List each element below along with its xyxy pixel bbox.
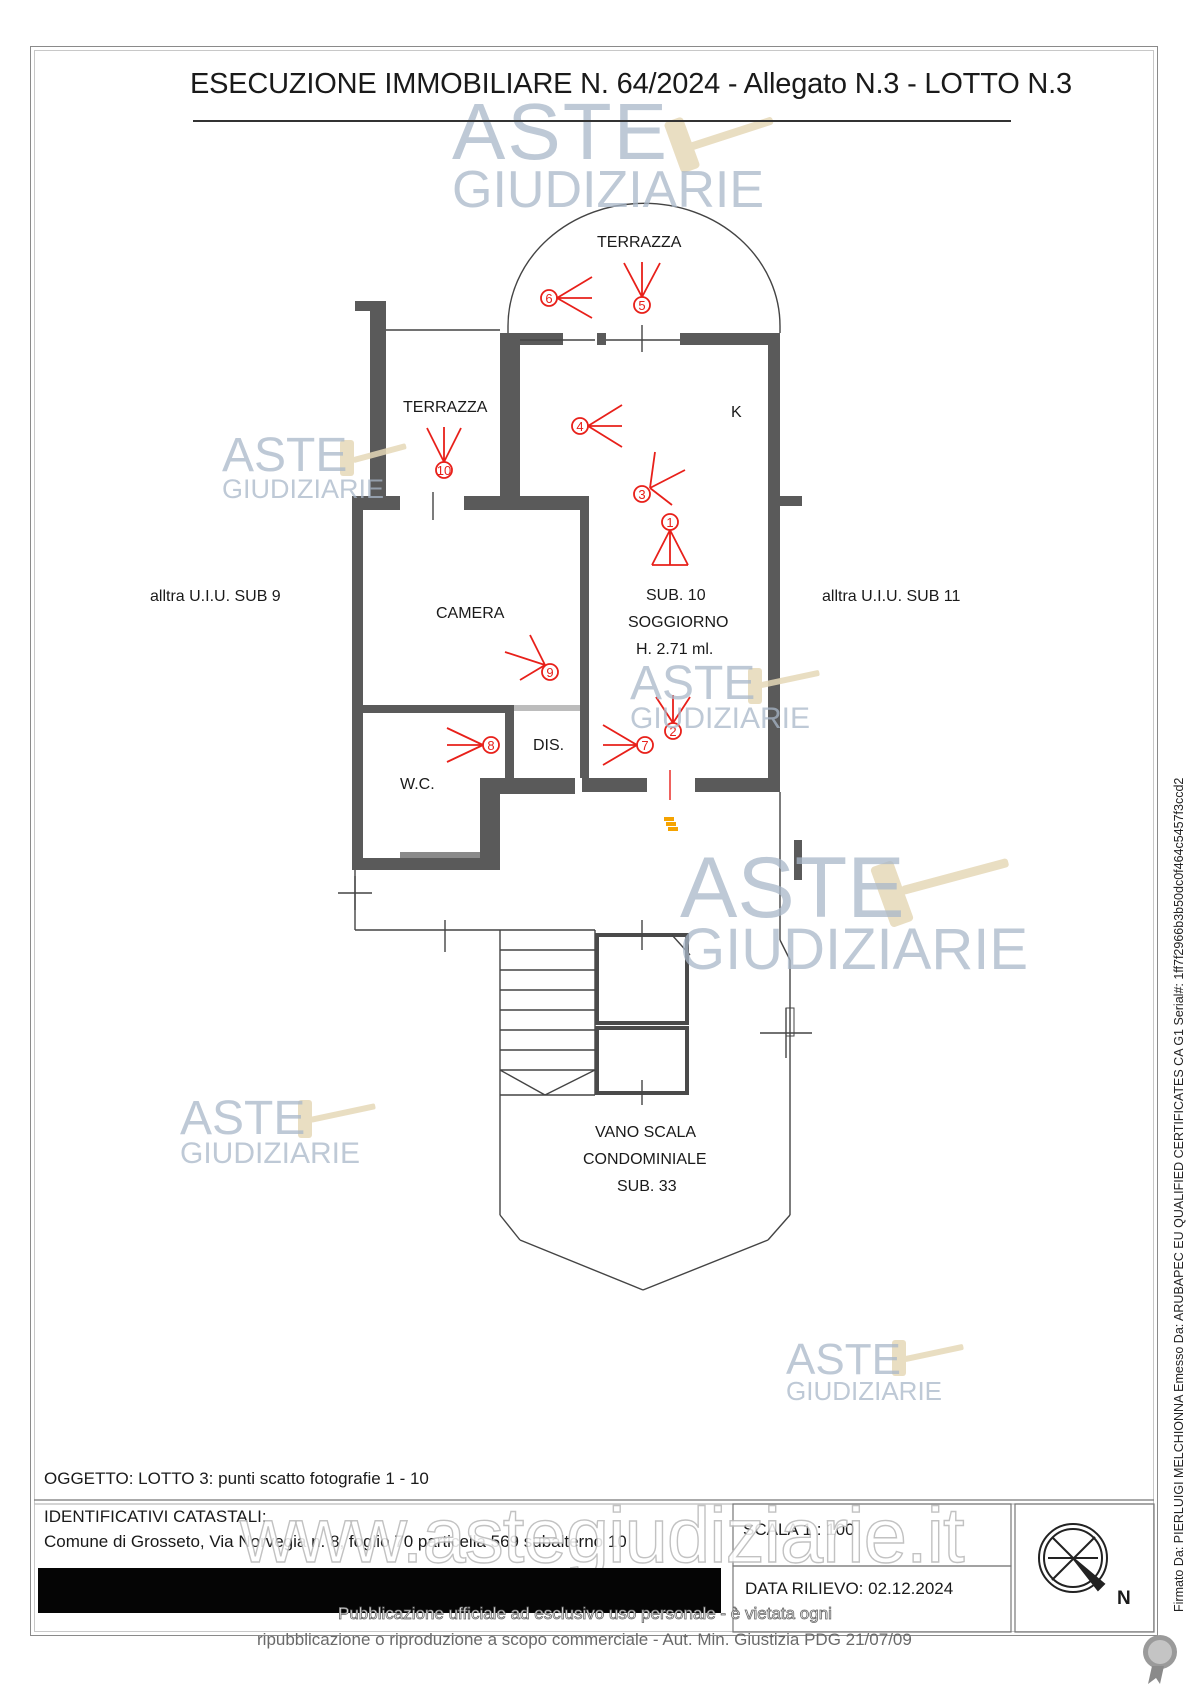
room-label-height: H. 2.71 ml. <box>636 641 714 658</box>
watermark-aste-6: ASTE GIUDIZIARIE <box>786 1335 943 1406</box>
photo-marker-9 <box>504 634 559 681</box>
drawing-frame <box>30 46 1158 1636</box>
photo-number: 10 <box>437 463 451 478</box>
footer-data-rilievo: DATA RILIEVO: 02.12.2024 <box>745 1579 954 1598</box>
seal-icon <box>1143 1635 1177 1684</box>
room-label-camera: CAMERA <box>436 605 505 622</box>
room-label-dis: DIS. <box>533 737 565 754</box>
publication-notice-line1: Pubblicazione ufficiale ad esclusivo uso… <box>338 1604 833 1624</box>
room-label-terrazza-top: TERRAZZA <box>597 234 682 251</box>
photo-marker-5 <box>623 262 661 314</box>
room-label-soggiorno: SOGGIORNO <box>628 614 729 631</box>
neighbor-label-sub9: alltra U.I.U. SUB 9 <box>150 588 281 605</box>
footer-oggetto: OGGETTO: LOTTO 3: punti scatto fotografi… <box>44 1469 429 1488</box>
entrance-symbol-icon <box>664 817 678 831</box>
footer-ident-value: Comune di Grosseto, Via Norvegia n. 8, f… <box>44 1532 627 1551</box>
photo-number: 9 <box>546 665 553 680</box>
photo-number: 4 <box>576 419 583 434</box>
photo-number: 1 <box>666 515 673 530</box>
watermark-aste-3: ASTE GIUDIZIARIE <box>630 657 811 735</box>
photo-marker-6 <box>540 276 593 319</box>
photo-number: 3 <box>638 487 645 502</box>
watermark-aste-5: ASTE GIUDIZIARIE <box>180 1092 361 1170</box>
room-label-sub33: SUB. 33 <box>617 1178 677 1195</box>
watermark-aste-1: ASTE GIUDIZIARIE <box>452 87 765 219</box>
publication-notice-line2: ripubblicazione o riproduzione a scopo c… <box>257 1630 912 1649</box>
room-label-terrazza-left: TERRAZZA <box>403 399 488 416</box>
redaction-bar <box>38 1568 721 1613</box>
room-label-sub10: SUB. 10 <box>646 587 706 604</box>
photo-marker-7 <box>602 724 654 766</box>
page-title: ESECUZIONE IMMOBILIARE N. 64/2024 - Alle… <box>190 68 1072 100</box>
drawing-frame-inner <box>34 50 1154 1632</box>
photo-marker-2 <box>655 695 691 740</box>
walls <box>352 301 802 880</box>
photo-marker-8 <box>446 727 500 763</box>
watermark-aste-4: ASTE GIUDIZIARIE <box>680 840 1029 982</box>
compass-icon <box>1038 1523 1108 1593</box>
footer-ident-label: IDENTIFICATIVI CATASTALI: <box>44 1507 267 1526</box>
thin-lines <box>338 202 812 1291</box>
north-label: N <box>1117 1588 1131 1609</box>
photo-markers <box>426 262 691 766</box>
site-watermark: www.astegiudiziarie.it <box>239 1490 965 1579</box>
photo-marker-4 <box>571 404 623 448</box>
neighbor-label-sub11: alltra U.I.U. SUB 11 <box>822 588 961 605</box>
title-rule <box>193 120 1011 122</box>
photo-marker-1 <box>651 513 689 566</box>
footer-scala: SCALA 1 : 100 <box>743 1520 855 1539</box>
room-label-vano-scala: VANO SCALA <box>595 1124 697 1141</box>
room-label-wc: W.C. <box>400 776 435 793</box>
footer-table <box>34 1499 1155 1633</box>
photo-number: 8 <box>487 738 494 753</box>
photo-marker-3 <box>633 451 686 506</box>
photo-number: 2 <box>669 724 676 739</box>
photo-marker-10 <box>426 427 462 479</box>
room-label-condominiale: CONDOMINIALE <box>583 1151 707 1168</box>
photo-number: 6 <box>545 291 552 306</box>
photo-number: 5 <box>638 298 645 313</box>
gavel-watermark-icons <box>298 117 1009 1376</box>
photo-number: 7 <box>641 738 648 753</box>
digital-signature-text: Firmato Da: PIERLUIGI MELCHIONNA Emesso … <box>1172 777 1186 1612</box>
watermark-aste-2: ASTE GIUDIZIARIE <box>222 429 385 504</box>
photo-marker-numbers: 1 2 3 4 5 6 7 8 9 10 <box>437 291 677 753</box>
room-label-kitchen: K <box>731 404 742 421</box>
